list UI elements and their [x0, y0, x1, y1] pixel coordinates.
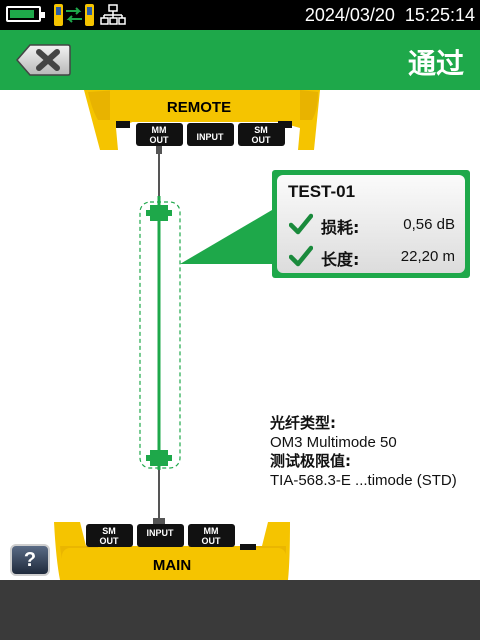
loss-label: 损耗: — [321, 218, 360, 237]
pass-check-icon — [289, 213, 313, 235]
test-result-card[interactable]: TEST-01 损耗: 0,56 dB 长度: 22,20 m — [272, 170, 470, 278]
svg-text:MM: MM — [204, 526, 219, 536]
svg-text:MM: MM — [152, 125, 167, 135]
remote-port-mm-out: MM OUT — [136, 123, 183, 146]
status-time: 15:25:14 — [404, 5, 475, 25]
pass-check-icon — [289, 245, 313, 267]
main-connector — [146, 450, 172, 466]
main-unit-label: MAIN — [153, 557, 191, 574]
result-callout-pointer — [180, 210, 272, 264]
fiber-link — [139, 146, 181, 526]
status-date: 2024/03/20 — [304, 5, 395, 25]
bottom-bar — [0, 580, 480, 640]
remote-unit: REMOTE MM OUT INPUT SM OUT — [84, 90, 320, 150]
svg-text:OUT: OUT — [150, 135, 170, 145]
close-button[interactable] — [16, 44, 71, 76]
svg-text:OUT: OUT — [100, 536, 120, 546]
remote-unit-label: REMOTE — [167, 99, 231, 116]
svg-text:INPUT: INPUT — [197, 132, 225, 142]
svg-text:OUT: OUT — [252, 135, 272, 145]
header-bar: 通过 — [0, 30, 480, 90]
loss-row: 损耗: 0,56 dB — [289, 211, 455, 239]
main-port-sm-out: SM OUT — [86, 524, 133, 547]
main-unit: MAIN SM OUT INPUT MM OUT — [54, 522, 290, 580]
status-bar: 2024/03/20 15:25:14 — [0, 0, 480, 30]
main-port-mm-out: MM OUT — [188, 524, 235, 547]
remote-connector — [146, 205, 172, 221]
remote-port-input: INPUT — [187, 123, 234, 146]
loss-value: 0,56 dB — [403, 216, 455, 233]
test-name: TEST-01 — [288, 182, 356, 201]
length-value: 22,20 m — [400, 248, 455, 265]
date-time: 2024/03/20 15:25:14 — [305, 5, 475, 25]
test-limit-value: TIA-568.3-E ...timode (STD) — [270, 472, 457, 489]
svg-text:INPUT: INPUT — [147, 528, 175, 538]
fiber-type-value: OM3 Multimode 50 — [270, 434, 397, 451]
test-diagram: REMOTE MM OUT INPUT SM OUT — [54, 90, 320, 580]
test-limit-label: 测试极限值: — [270, 452, 351, 470]
svg-text:OUT: OUT — [202, 536, 222, 546]
battery-icon — [6, 6, 45, 22]
help-button[interactable]: ? — [10, 544, 50, 576]
close-icon — [16, 44, 71, 76]
length-row: 长度: 22,20 m — [289, 243, 455, 271]
link-status-icon — [54, 4, 94, 26]
svg-text:SM: SM — [102, 526, 116, 536]
remote-port-sm-out: SM OUT — [238, 123, 285, 146]
svg-text:SM: SM — [254, 125, 268, 135]
length-label: 长度: — [321, 250, 360, 269]
fiber-type-label: 光纤类型: — [270, 414, 336, 432]
network-icon — [100, 4, 126, 25]
fiber-info: 光纤类型: OM3 Multimode 50 测试极限值: TIA-568.3-… — [270, 414, 457, 490]
main-port-input: INPUT — [137, 524, 184, 547]
result-status-title: 通过 — [407, 47, 464, 80]
